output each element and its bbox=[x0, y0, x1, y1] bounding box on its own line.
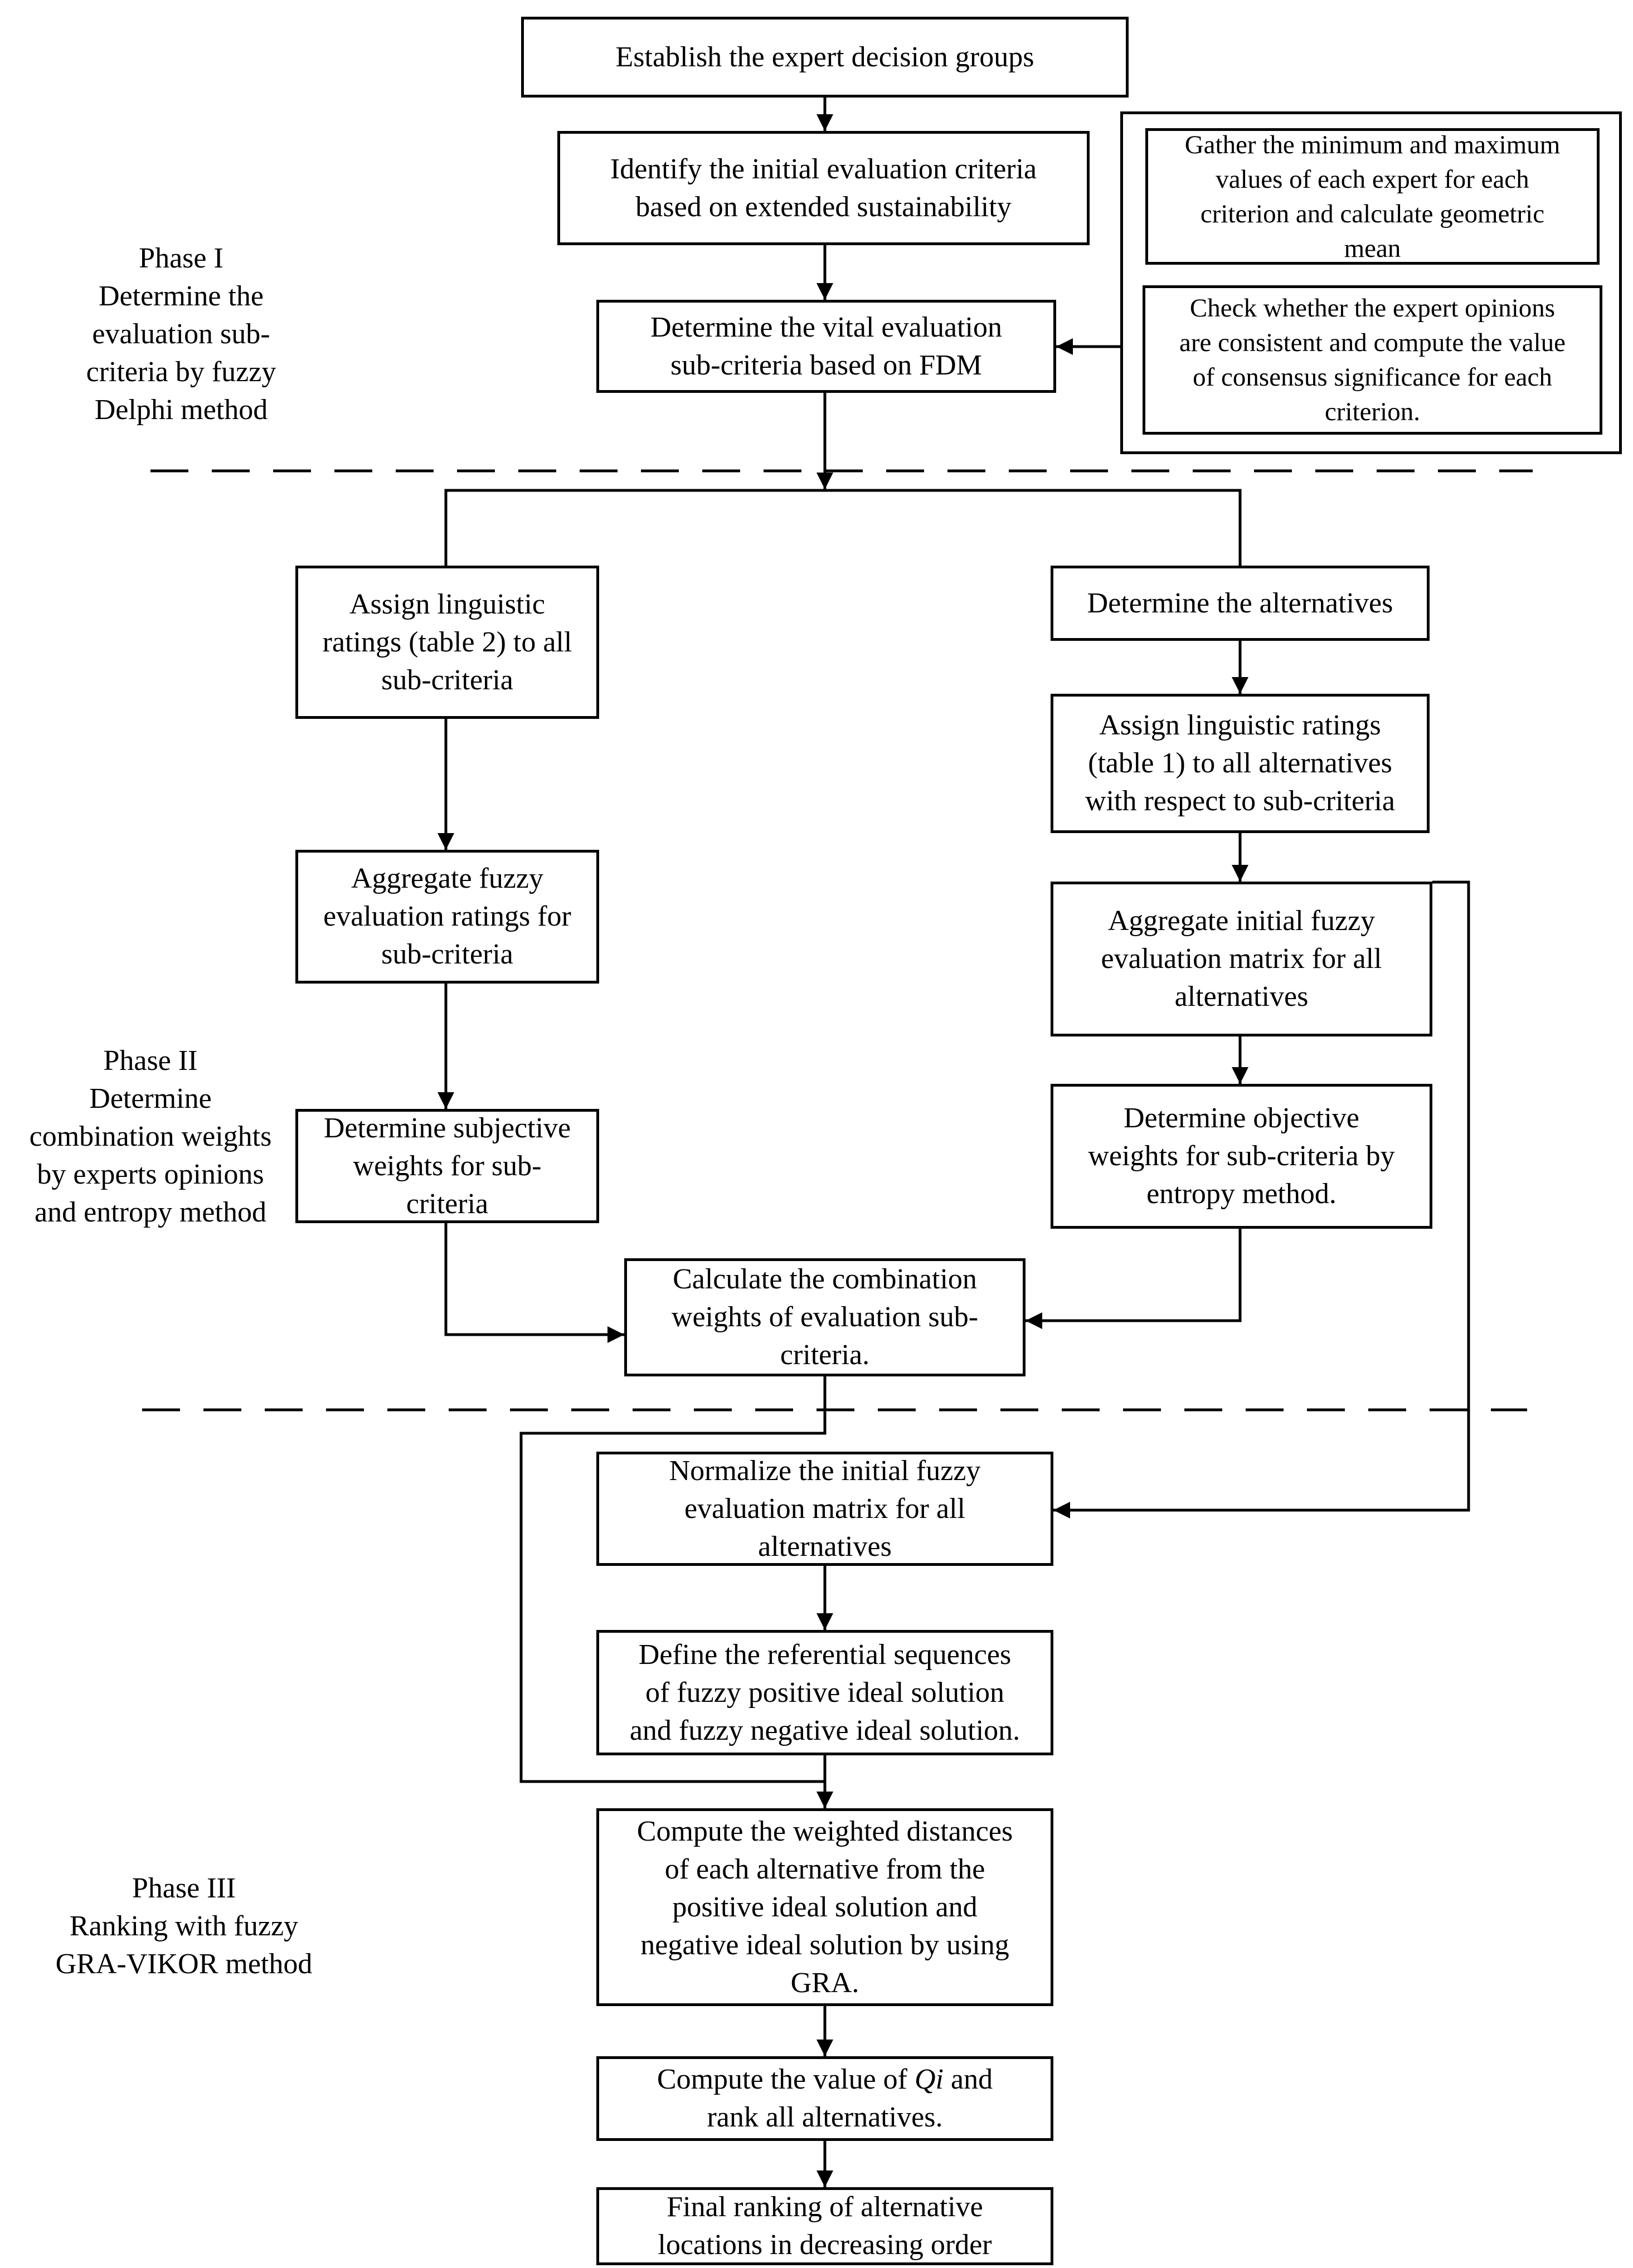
arrow-objective-to-combination bbox=[1026, 1229, 1242, 1329]
identify-criteria-line: based on extended sustainability bbox=[635, 191, 1012, 223]
phase-1-line: Determine the bbox=[99, 280, 264, 312]
compute-qi-line: rank all alternatives. bbox=[707, 2101, 943, 2133]
assign-ratings-subcriteria-line: Assign linguistic bbox=[349, 588, 545, 620]
objective-weights-line: entropy method. bbox=[1146, 1178, 1336, 1210]
combination-weights-line: criteria. bbox=[780, 1339, 870, 1371]
assign-ratings-subcriteria-box: Assign linguistic ratings (table 2) to a… bbox=[295, 566, 599, 719]
vital-subcriteria-line: sub-criteria based on FDM bbox=[670, 349, 982, 381]
aggregate-ratings-subcriteria-line: sub-criteria bbox=[381, 938, 513, 970]
phase-2-line: combination weights bbox=[29, 1121, 272, 1152]
phase-3-line: GRA-VIKOR method bbox=[55, 1948, 313, 1980]
gather-minmax-line: mean bbox=[1344, 233, 1401, 263]
compute-qi-suffix: and bbox=[944, 2063, 993, 2095]
arrow-aggregate-to-normalize bbox=[1053, 880, 1470, 1519]
phase-2-label: Phase II Determine combination weights b… bbox=[11, 1042, 290, 1232]
define-reference-line: of fuzzy positive ideal solution bbox=[645, 1676, 1005, 1709]
gather-minmax-line: Gather the minimum and maximum bbox=[1184, 130, 1561, 159]
compute-distances-line: positive ideal solution and bbox=[672, 1891, 978, 1923]
combination-weights-line: weights of evaluation sub- bbox=[671, 1301, 979, 1333]
normalize-matrix-line: alternatives bbox=[758, 1530, 892, 1563]
phase-2-title: Phase II bbox=[103, 1045, 198, 1077]
compute-distances-line: GRA. bbox=[790, 1967, 859, 1999]
phase-2-line: and entropy method bbox=[35, 1196, 266, 1228]
compute-distances-box: Compute the weighted distances of each a… bbox=[596, 1808, 1053, 2006]
phase-2-line: Determine bbox=[89, 1083, 212, 1114]
subjective-weights-box: Determine subjective weights for sub- cr… bbox=[295, 1109, 599, 1223]
gather-minmax-box: Gather the minimum and maximum values of… bbox=[1145, 128, 1600, 265]
vital-subcriteria-box: Determine the vital evaluation sub-crite… bbox=[596, 300, 1056, 393]
combination-weights-line: Calculate the combination bbox=[673, 1263, 977, 1295]
assign-ratings-alternatives-line: with respect to sub-criteria bbox=[1085, 785, 1395, 817]
establish-groups-text: Establish the expert decision groups bbox=[615, 41, 1034, 73]
normalize-matrix-box: Normalize the initial fuzzy evaluation m… bbox=[596, 1452, 1053, 1566]
check-consistency-line: are consistent and compute the value bbox=[1179, 328, 1566, 357]
gather-minmax-line: values of each expert for each bbox=[1216, 164, 1529, 194]
branch-connector bbox=[444, 489, 1242, 566]
compute-distances-line: negative ideal solution by using bbox=[640, 1929, 1009, 1961]
check-consistency-line: Check whether the expert opinions bbox=[1189, 294, 1556, 323]
compute-qi-line: Compute the value of Qi and bbox=[657, 2061, 993, 2099]
phase-1-line: Delphi method bbox=[94, 394, 268, 426]
compute-distances-line: Compute the weighted distances bbox=[636, 1815, 1013, 1847]
assign-ratings-alternatives-line: (table 1) to all alternatives bbox=[1088, 747, 1392, 779]
aggregate-matrix-line: evaluation matrix for all bbox=[1101, 943, 1382, 975]
define-reference-box: Define the referential sequences of fuzz… bbox=[596, 1630, 1053, 1755]
assign-ratings-subcriteria-line: ratings (table 2) to all bbox=[322, 626, 572, 658]
establish-groups-box: Establish the expert decision groups bbox=[521, 17, 1129, 98]
normalize-matrix-line: Normalize the initial fuzzy bbox=[669, 1454, 981, 1487]
assign-ratings-subcriteria-line: sub-criteria bbox=[381, 664, 513, 696]
assign-ratings-alternatives-line: Assign linguistic ratings bbox=[1099, 709, 1381, 741]
combination-weights-box: Calculate the combination weights of eva… bbox=[624, 1258, 1026, 1376]
check-consistency-box: Check whether the expert opinions are co… bbox=[1143, 285, 1602, 435]
determine-alternatives-box: Determine the alternatives bbox=[1051, 566, 1430, 641]
define-reference-line: Define the referential sequences bbox=[638, 1638, 1012, 1671]
determine-alternatives-text: Determine the alternatives bbox=[1087, 587, 1393, 619]
aggregate-matrix-line: alternatives bbox=[1174, 981, 1309, 1013]
aggregate-matrix-box: Aggregate initial fuzzy evaluation matri… bbox=[1051, 882, 1432, 1036]
aggregate-ratings-subcriteria-line: evaluation ratings for bbox=[323, 901, 571, 932]
identify-criteria-line: Identify the initial evaluation criteria bbox=[610, 153, 1037, 185]
aggregate-ratings-subcriteria-line: Aggregate fuzzy bbox=[351, 863, 544, 894]
phase-1-label: Phase I Determine the evaluation sub- cr… bbox=[56, 240, 307, 429]
phase-3-label: Phase III Ranking with fuzzy GRA-VIKOR m… bbox=[45, 1870, 323, 1983]
aggregate-ratings-subcriteria-box: Aggregate fuzzy evaluation ratings for s… bbox=[295, 850, 599, 984]
phase-3-line: Ranking with fuzzy bbox=[69, 1910, 299, 1942]
compute-qi-prefix: Compute the value of bbox=[657, 2063, 915, 2095]
subjective-weights-line: Determine subjective bbox=[323, 1112, 571, 1144]
phase-2-line: by experts opinions bbox=[37, 1159, 264, 1190]
qi-symbol: Qi bbox=[915, 2063, 944, 2095]
check-consistency-line: criterion. bbox=[1325, 397, 1420, 426]
compute-qi-box: Compute the value of Qi and rank all alt… bbox=[596, 2056, 1053, 2141]
check-consistency-line: of consensus significance for each bbox=[1193, 363, 1552, 392]
phase-1-title: Phase I bbox=[139, 242, 223, 274]
final-ranking-line: Final ranking of alternative bbox=[667, 2191, 983, 2223]
phase-1-line: criteria by fuzzy bbox=[86, 356, 276, 388]
fdm-detail-container bbox=[1120, 111, 1622, 454]
subjective-weights-line: weights for sub- bbox=[353, 1150, 542, 1182]
objective-weights-line: Determine objective bbox=[1123, 1102, 1360, 1134]
aggregate-matrix-line: Aggregate initial fuzzy bbox=[1107, 905, 1376, 937]
gather-minmax-line: criterion and calculate geometric bbox=[1200, 199, 1545, 228]
define-reference-line: and fuzzy negative ideal solution. bbox=[629, 1714, 1020, 1746]
final-ranking-box: Final ranking of alternative locations i… bbox=[596, 2187, 1053, 2265]
assign-ratings-alternatives-box: Assign linguistic ratings (table 1) to a… bbox=[1051, 694, 1430, 833]
compute-distances-line: of each alternative from the bbox=[664, 1853, 985, 1885]
phase-3-title: Phase III bbox=[132, 1872, 236, 1904]
objective-weights-line: weights for sub-criteria by bbox=[1088, 1140, 1395, 1172]
vital-subcriteria-line: Determine the vital evaluation bbox=[650, 311, 1002, 343]
phase-1-line: evaluation sub- bbox=[92, 318, 270, 350]
objective-weights-box: Determine objective weights for sub-crit… bbox=[1051, 1084, 1432, 1229]
subjective-weights-line: criteria bbox=[406, 1187, 489, 1220]
final-ranking-line: locations in decreasing order bbox=[658, 2229, 992, 2261]
normalize-matrix-line: evaluation matrix for all bbox=[684, 1492, 965, 1525]
arrow-subjective-to-combination bbox=[444, 1223, 624, 1343]
identify-criteria-box: Identify the initial evaluation criteria… bbox=[557, 131, 1090, 245]
